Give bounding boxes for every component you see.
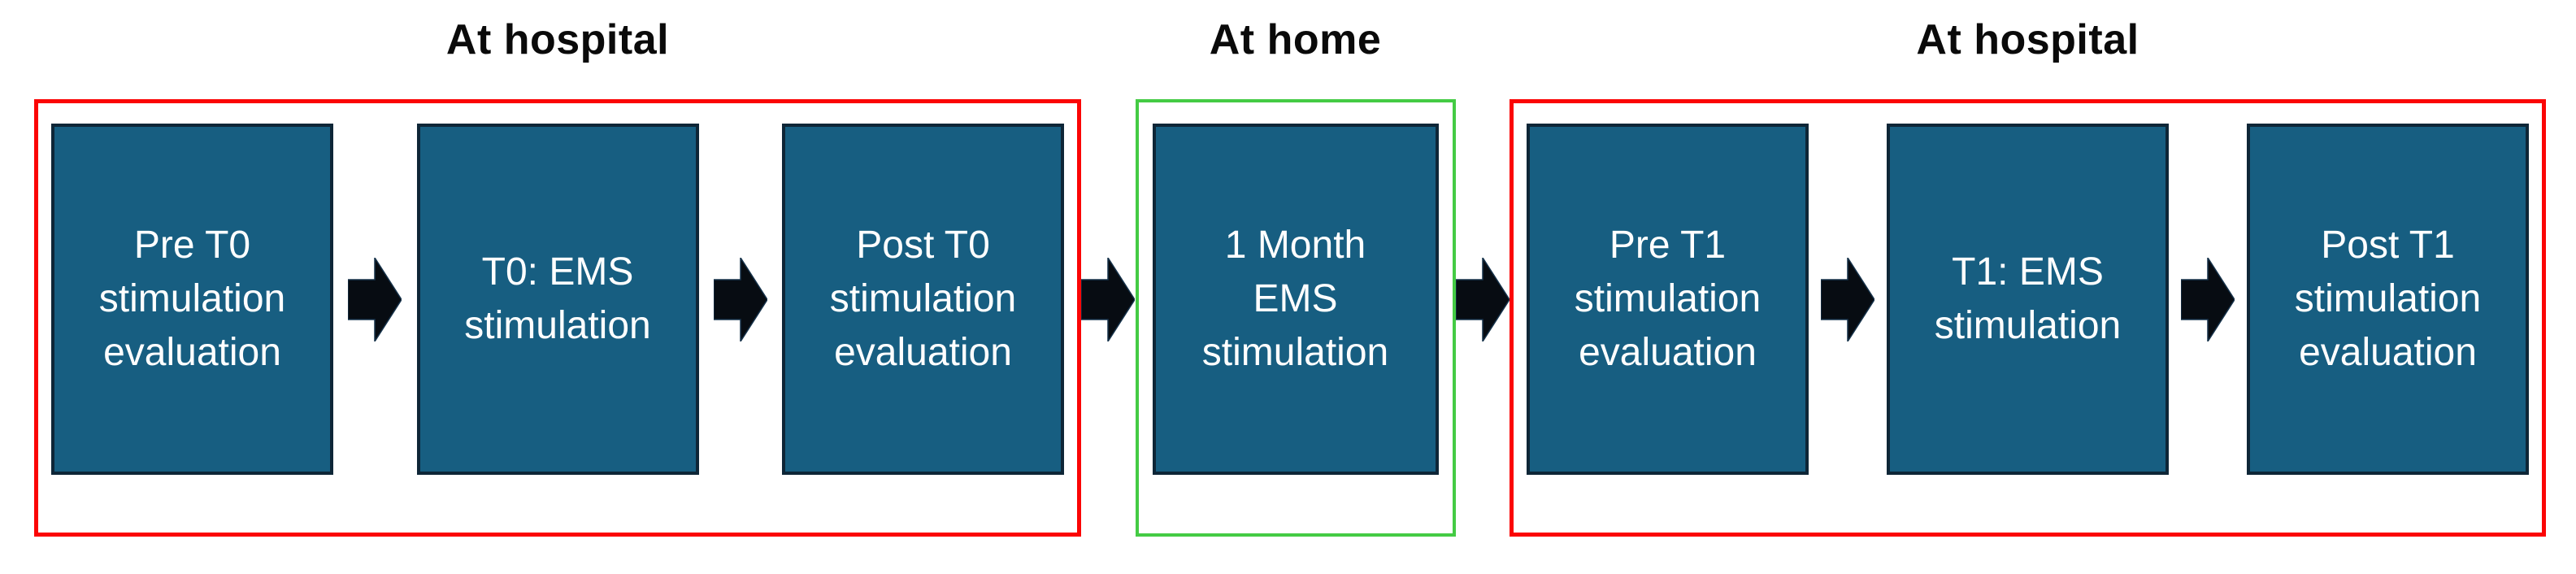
hospital-t1-phase-container: Pre T1 stimulation evaluation T1: EMS st… xyxy=(1510,99,2546,537)
step-box-post-t0-evaluation: Post T0 stimulation evaluation xyxy=(782,124,1064,475)
step-text-line: evaluation xyxy=(2299,331,2477,375)
step-text-line: stimulation xyxy=(1574,276,1761,320)
step-text-line: stimulation xyxy=(98,276,286,320)
step-text-line: stimulation xyxy=(1934,304,2122,347)
section-title-hospital-t1: At hospital xyxy=(1916,16,2139,63)
step-box-t1-ems-stimulation: T1: EMS stimulation xyxy=(1887,124,2169,475)
arrow-right-icon xyxy=(1081,258,1136,341)
step-box-pre-t0-evaluation: Pre T0 stimulation evaluation xyxy=(51,124,333,475)
step-text-line: evaluation xyxy=(834,331,1012,375)
connector-home-to-hospital xyxy=(1455,0,1510,341)
step-box-post-t1-evaluation: Post T1 stimulation evaluation xyxy=(2247,124,2529,475)
hospital-t0-phase-container: Pre T0 stimulation evaluation T0: EMS st… xyxy=(34,99,1081,537)
section-title-home: At home xyxy=(1209,16,1382,63)
step-text-line: Post T1 xyxy=(2321,223,2455,267)
step-box-t0-ems-stimulation: T0: EMS stimulation xyxy=(416,124,699,475)
step-text-line: stimulation xyxy=(829,276,1017,320)
arrow-right-icon xyxy=(348,257,402,341)
step-text-line: evaluation xyxy=(103,331,281,375)
section-title-hospital-t0: At hospital xyxy=(445,16,670,63)
arrow-right-icon xyxy=(1821,257,1874,341)
step-text-line: T0: EMS xyxy=(481,250,634,294)
step-text-line: stimulation xyxy=(1201,331,1389,375)
home-phase-container: 1 Month EMS stimulation xyxy=(1135,99,1456,537)
step-text-line: T1: EMS xyxy=(1952,250,2104,294)
section-hospital-t0: At hospital Pre T0 stimulation evaluatio… xyxy=(34,0,1081,537)
step-text-line: Pre T0 xyxy=(133,223,251,267)
step-text-line: Pre T1 xyxy=(1609,223,1727,267)
step-box-1-month-ems-stimulation: 1 Month EMS stimulation xyxy=(1152,124,1439,475)
arrow-right-icon xyxy=(2181,257,2235,341)
section-hospital-t1: At hospital Pre T1 stimulation evaluatio… xyxy=(1510,0,2546,537)
step-text-line: Post T0 xyxy=(856,223,990,267)
section-home: At home 1 Month EMS stimulation xyxy=(1135,0,1456,537)
arrow-right-icon xyxy=(713,257,767,341)
arrow-right-icon xyxy=(1455,258,1510,341)
step-box-pre-t1-evaluation: Pre T1 stimulation evaluation xyxy=(1527,124,1809,475)
step-text-line: 1 Month xyxy=(1224,223,1366,267)
step-text-line: evaluation xyxy=(1579,331,1757,375)
connector-hospital-to-home xyxy=(1081,0,1136,341)
step-text-line: stimulation xyxy=(2294,276,2482,320)
step-text-line: stimulation xyxy=(464,304,651,347)
step-text-line: EMS xyxy=(1253,276,1338,320)
